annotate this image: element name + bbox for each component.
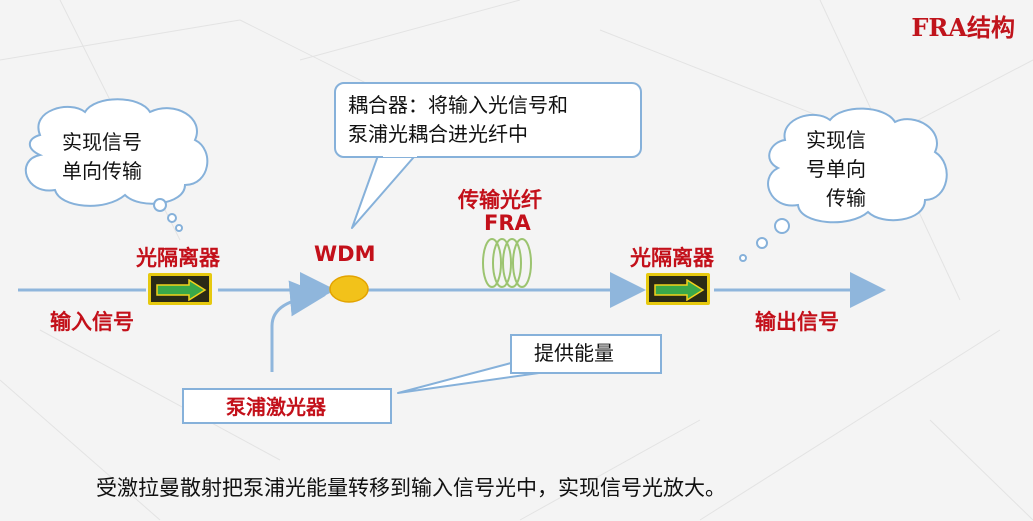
wdm-label: WDM — [314, 242, 376, 266]
energy-callout-tail — [397, 357, 547, 394]
coupler-tail-joint — [383, 150, 417, 157]
fiber-coil-shape — [482, 238, 532, 288]
output-signal-label: 输出信号 — [755, 310, 839, 334]
pump-laser-box — [182, 388, 392, 424]
fiber-label-line1: 传输光纤 — [458, 188, 542, 212]
right-cloud-text-line3: 传输 — [826, 186, 866, 210]
left-cloud-text-line2: 单向传输 — [62, 159, 142, 183]
pump-laser-label: 泵浦激光器 — [226, 395, 326, 419]
coupler-text-line1: 耦合器：将输入光信号和 — [348, 93, 568, 117]
left-isolator-label: 光隔离器 — [136, 246, 220, 270]
pump-path — [270, 280, 326, 372]
coupler-text-line2: 泵浦光耦合进光纤中 — [348, 122, 528, 146]
left-isolator — [148, 273, 212, 305]
wdm-coupler-shape — [329, 275, 369, 303]
energy-tail-joint — [530, 364, 544, 372]
energy-callout-box — [510, 334, 662, 374]
green-arrow-icon — [654, 279, 705, 301]
energy-text: 提供能量 — [534, 341, 614, 365]
right-cloud-callout — [739, 107, 948, 262]
coupler-callout-tail — [351, 149, 421, 229]
right-cloud-text-line2: 号单向 — [806, 157, 866, 181]
caption: 受激拉曼散射把泵浦光能量转移到输入信号光中，实现信号光放大。 — [96, 476, 726, 500]
page-title: FRA结构 — [911, 13, 1015, 42]
green-arrow-icon — [156, 279, 207, 301]
right-isolator — [646, 273, 710, 305]
left-cloud-text-line1: 实现信号 — [62, 130, 142, 154]
fiber-label-line2: FRA — [484, 211, 531, 235]
left-cloud-callout — [24, 98, 209, 232]
right-isolator-label: 光隔离器 — [630, 246, 714, 270]
coupler-callout-box — [334, 82, 642, 158]
right-cloud-text-line1: 实现信 — [806, 128, 866, 152]
input-signal-label: 输入信号 — [50, 310, 134, 334]
